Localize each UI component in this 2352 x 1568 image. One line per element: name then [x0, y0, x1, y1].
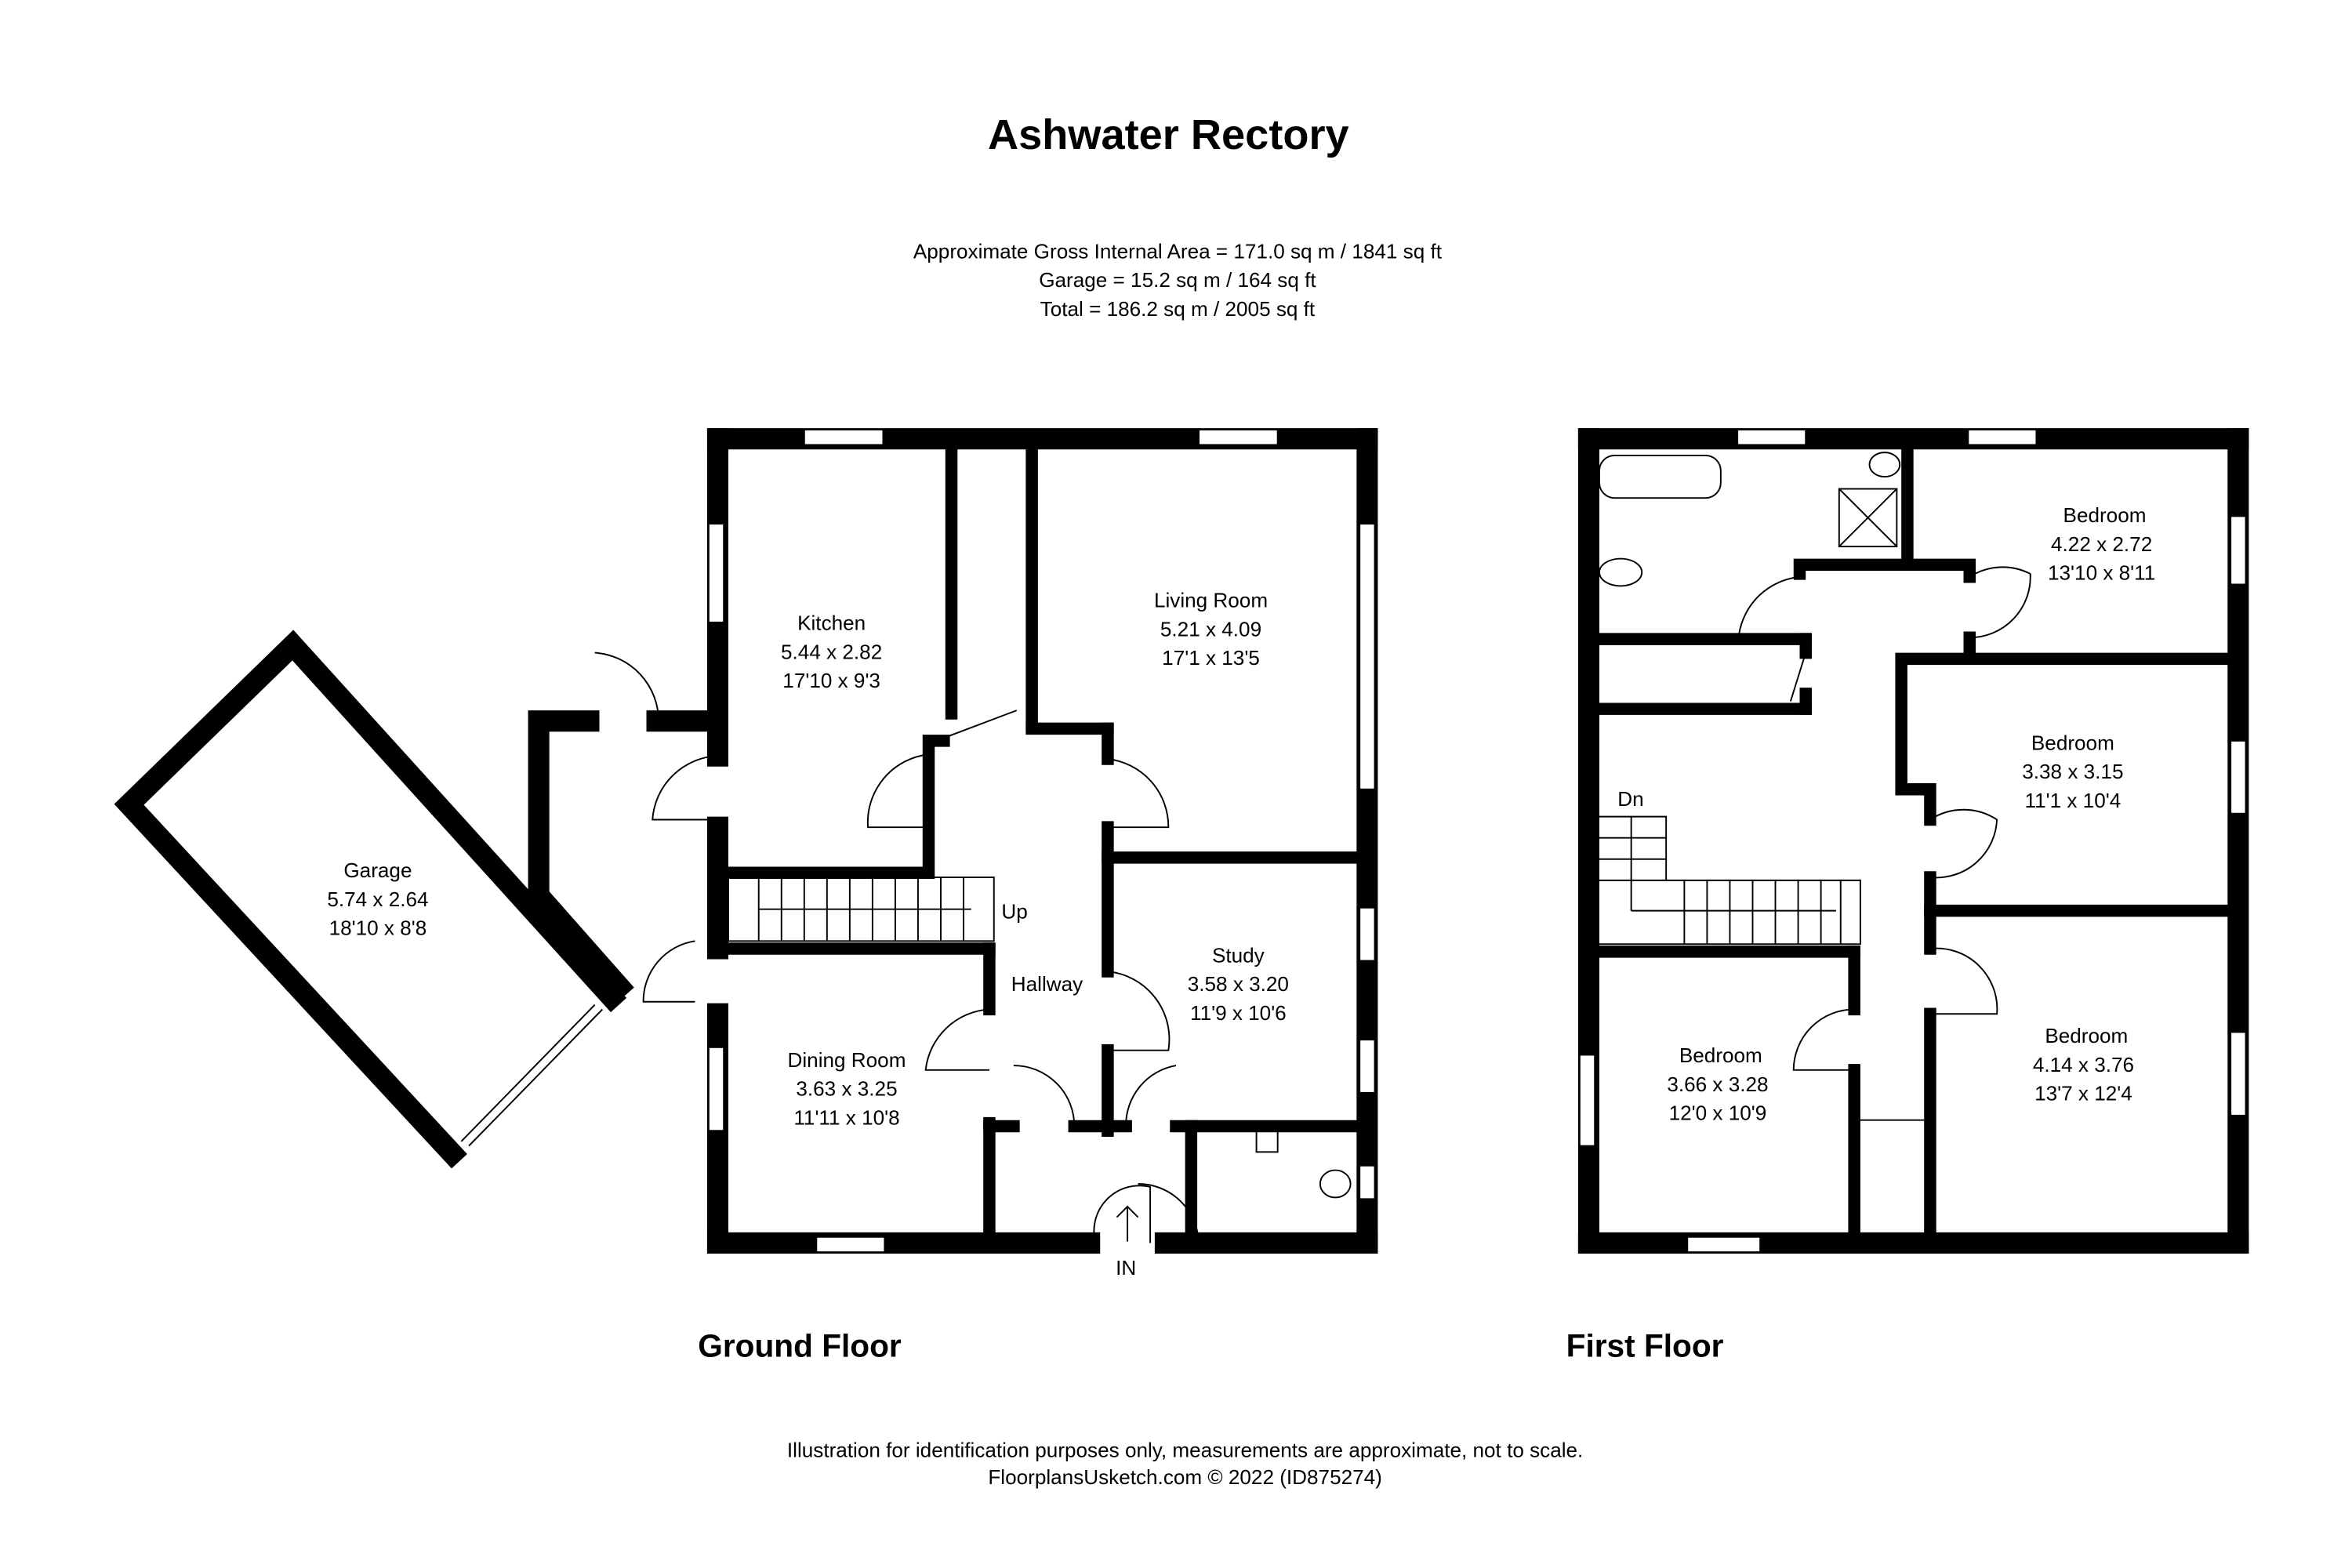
svg-text:Kitchen: Kitchen	[797, 612, 866, 635]
svg-text:3.38 x 3.15: 3.38 x 3.15	[2022, 760, 2123, 783]
page-title: Ashwater Rectory	[988, 111, 1349, 158]
svg-text:18'10 x 8'8: 18'10 x 8'8	[329, 916, 427, 940]
room-bedroom-1: Bedroom 4.22 x 2.72 13'10 x 8'11	[2048, 503, 2155, 585]
ground-stairs	[728, 877, 995, 942]
ground-floor-label: Ground Floor	[698, 1328, 902, 1364]
room-living-room: Living Room 5.21 x 4.09 17'1 x 13'5	[1154, 589, 1268, 670]
first-floor-plan: Dn Bedroom 4.22 x 2.72 13'10 x 8'11 Bedr…	[1577, 428, 2249, 1254]
svg-text:11'9 x 10'6: 11'9 x 10'6	[1190, 1001, 1287, 1025]
svg-text:13'10 x 8'11: 13'10 x 8'11	[2048, 561, 2155, 585]
room-bedroom-3: Bedroom 3.66 x 3.28 12'0 x 10'9	[1667, 1044, 1768, 1125]
svg-text:4.22 x 2.72: 4.22 x 2.72	[2051, 532, 2152, 556]
svg-text:17'1 x 13'5: 17'1 x 13'5	[1162, 646, 1260, 670]
svg-text:Dining Room: Dining Room	[788, 1048, 906, 1072]
basin-icon	[1255, 1130, 1279, 1153]
room-kitchen: Kitchen 5.44 x 2.82 17'10 x 9'3	[781, 612, 882, 693]
toilet-icon	[1599, 557, 1643, 587]
svg-text:5.44 x 2.82: 5.44 x 2.82	[781, 640, 882, 663]
first-floor-stairs	[1599, 815, 1861, 946]
room-dining-room: Dining Room 3.63 x 3.25 11'11 x 10'8	[788, 1048, 906, 1130]
area-line-gross: Approximate Gross Internal Area = 171.0 …	[913, 239, 1443, 263]
svg-text:3.66 x 3.28: 3.66 x 3.28	[1667, 1073, 1768, 1096]
svg-text:11'11 x 10'8: 11'11 x 10'8	[793, 1106, 899, 1130]
svg-text:17'10 x 9'3: 17'10 x 9'3	[782, 669, 880, 692]
svg-text:11'1 x 10'4: 11'1 x 10'4	[2025, 789, 2122, 812]
svg-text:12'0 x 10'9: 12'0 x 10'9	[1669, 1102, 1767, 1125]
svg-text:Garage: Garage	[343, 858, 412, 882]
svg-text:13'7 x 12'4: 13'7 x 12'4	[2034, 1082, 2132, 1105]
area-line-total: Total = 186.2 sq m / 2005 sq ft	[1040, 297, 1316, 321]
room-garage: Garage 5.74 x 2.64 18'10 x 8'8	[327, 858, 428, 940]
svg-text:Study: Study	[1212, 943, 1265, 967]
svg-text:5.21 x 4.09: 5.21 x 4.09	[1160, 617, 1261, 641]
svg-text:Bedroom: Bedroom	[2045, 1024, 2128, 1047]
entrance-arrow-icon	[1116, 1205, 1139, 1242]
room-bedroom-2: Bedroom 3.38 x 3.15 11'1 x 10'4	[2022, 731, 2123, 812]
svg-text:5.74 x 2.64: 5.74 x 2.64	[327, 887, 428, 911]
area-line-garage: Garage = 15.2 sq m / 164 sq ft	[1039, 268, 1316, 292]
svg-text:Bedroom: Bedroom	[2063, 503, 2147, 527]
svg-text:4.14 x 3.76: 4.14 x 3.76	[2033, 1053, 2134, 1076]
garage-walls	[114, 630, 627, 1169]
copyright: FloorplansUsketch.com © 2022 (ID875274)	[988, 1465, 1382, 1489]
shower-icon	[1838, 488, 1898, 548]
svg-text:Bedroom: Bedroom	[1679, 1044, 1762, 1067]
ground-floor-plan: Kitchen 5.44 x 2.82 17'10 x 9'3 Living R…	[114, 428, 1378, 1279]
stairs-down-label: Dn	[1617, 787, 1643, 811]
svg-text:3.63 x 3.25: 3.63 x 3.25	[796, 1077, 897, 1101]
first-floor-label: First Floor	[1566, 1328, 1724, 1364]
room-hallway: Hallway	[1011, 972, 1083, 996]
bath-icon	[1599, 454, 1722, 499]
toilet-icon	[1319, 1169, 1352, 1199]
room-bedroom-4: Bedroom 4.14 x 3.76 13'7 x 12'4	[2033, 1024, 2134, 1105]
entrance-label: IN	[1116, 1256, 1136, 1279]
stairs-up-label: Up	[1001, 899, 1027, 923]
svg-text:Living Room: Living Room	[1154, 589, 1268, 612]
disclaimer: Illustration for identification purposes…	[787, 1438, 1583, 1461]
svg-text:3.58 x 3.20: 3.58 x 3.20	[1188, 972, 1289, 996]
room-study: Study 3.58 x 3.20 11'9 x 10'6	[1188, 943, 1289, 1025]
svg-text:Bedroom: Bedroom	[2031, 731, 2114, 754]
basin-icon	[1868, 452, 1901, 478]
